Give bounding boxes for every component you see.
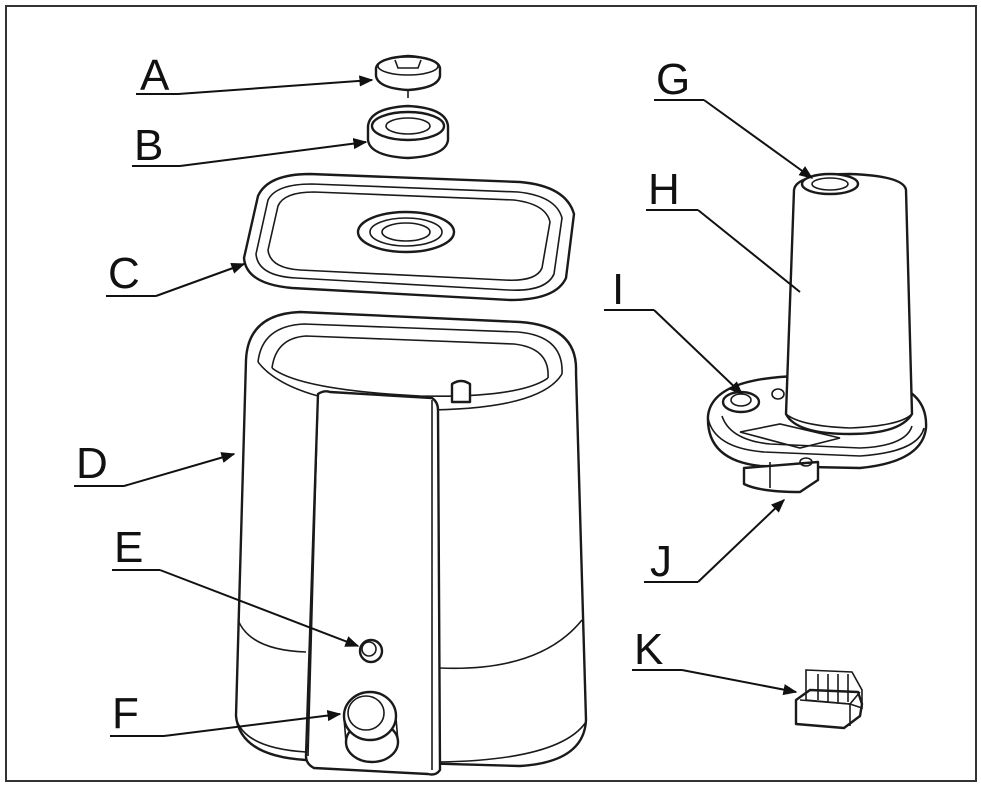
part-c-lid [242, 172, 576, 302]
label-a: A [140, 51, 170, 100]
label-k: K [634, 625, 663, 674]
label-g: G [656, 55, 690, 104]
part-k-cartridge [794, 669, 864, 730]
part-b-ring [366, 104, 450, 160]
leader-lines [74, 75, 814, 737]
label-d: D [76, 439, 108, 488]
part-d-body [234, 310, 588, 776]
label-e: E [114, 523, 143, 572]
label-h: H [648, 165, 680, 214]
label-b: B [134, 121, 163, 170]
figure-frame [5, 5, 977, 782]
label-f: F [112, 689, 139, 738]
part-e-button [358, 638, 384, 664]
label-j: J [650, 537, 672, 586]
part-a-cap [374, 54, 442, 98]
label-i: I [612, 265, 624, 314]
part-h-tower-assembly [706, 172, 928, 494]
part-f-knob [342, 690, 400, 764]
label-c: C [108, 249, 140, 298]
